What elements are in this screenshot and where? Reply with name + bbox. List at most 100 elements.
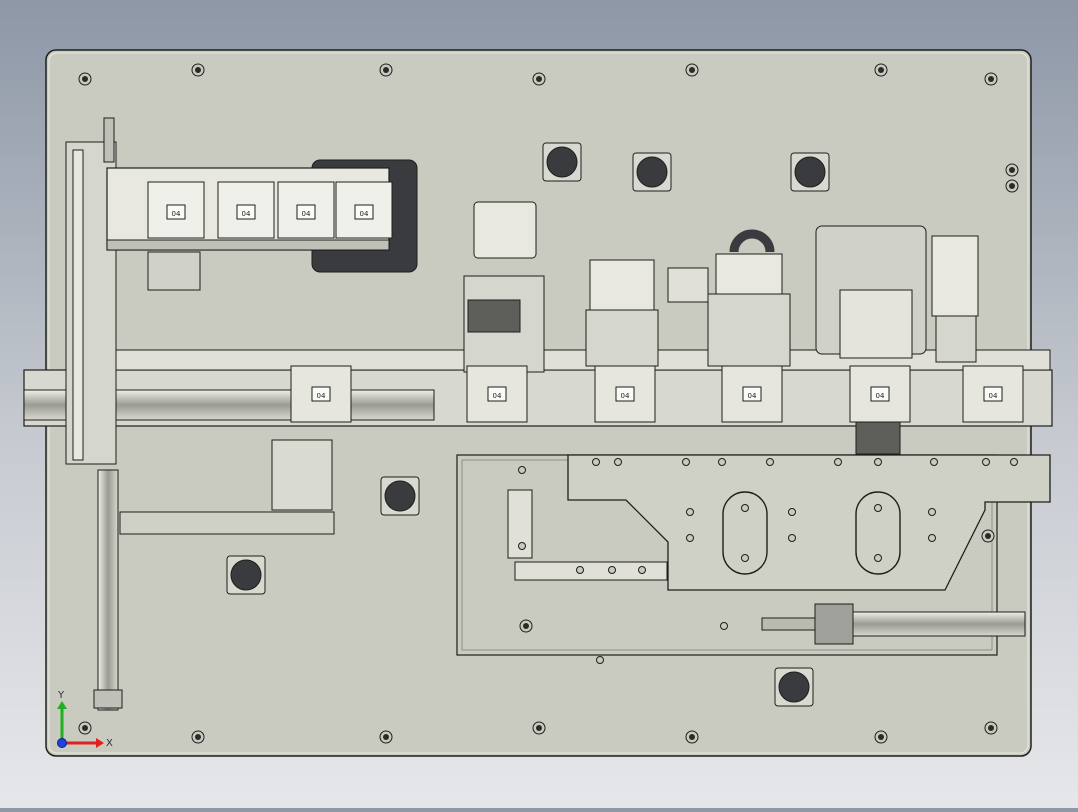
bolt [638, 566, 646, 574]
line-nest-pocket [487, 386, 507, 402]
stepper-motor-bore [794, 156, 826, 188]
mount-hole-center [82, 725, 88, 731]
bolt [720, 622, 728, 630]
bolt [928, 534, 936, 542]
triad-y-label: Y [57, 690, 65, 701]
tray-nest-mark: 04 [360, 210, 369, 218]
stepper-motors [226, 142, 830, 707]
tray-nest-mark: 04 [172, 210, 181, 218]
tray-nest-mark: 04 [302, 210, 311, 218]
triad-x-label: X [106, 738, 113, 749]
line-nest-mark: 04 [748, 392, 757, 400]
mount-hole-center [1009, 167, 1015, 173]
mount-hole-center [689, 67, 695, 73]
slide-guide [271, 439, 333, 511]
station-5-cylinder [931, 235, 979, 317]
stepper-motor-bore [778, 671, 810, 703]
bolt [766, 458, 774, 466]
gantry-riser [103, 117, 115, 163]
bolt [741, 504, 749, 512]
line-nest-mark: 04 [989, 392, 998, 400]
bolt [834, 458, 842, 466]
station-1-head [473, 201, 537, 259]
tray-nest-pocket [354, 204, 374, 220]
mount-hole-center [195, 67, 201, 73]
bolt [874, 554, 882, 562]
vertical-cylinder-cap [93, 689, 123, 709]
bolt [576, 566, 584, 574]
bolt [596, 656, 604, 664]
bolt [928, 508, 936, 516]
bolt [788, 508, 796, 516]
bolt [518, 542, 526, 550]
bolt [874, 504, 882, 512]
shaped-mount-plate [567, 454, 1051, 591]
station-2-body [585, 309, 659, 367]
cylinder-end-block [814, 603, 854, 645]
bolt [982, 458, 990, 466]
mount-hole-center [1009, 183, 1015, 189]
stepper-motor-bore [636, 156, 668, 188]
tray-bracket [147, 251, 201, 291]
mount-hole-center [988, 725, 994, 731]
slot-rail [514, 561, 668, 581]
station-1-motor [467, 299, 521, 333]
bolt [788, 534, 796, 542]
bolt [686, 508, 694, 516]
stepper-motor-bore [546, 146, 578, 178]
bolt [741, 554, 749, 562]
tray-nests: 04 04 04 04 [147, 181, 393, 239]
bolt [682, 458, 690, 466]
oval-slot-right [855, 491, 901, 575]
slide-guide-base [119, 511, 335, 535]
line-nest-pocket [983, 386, 1003, 402]
line-nest-mark: 04 [876, 392, 885, 400]
mount-hole-center [383, 734, 389, 740]
tray-nest-pocket [296, 204, 316, 220]
line-nest-pocket [742, 386, 762, 402]
mount-holes [78, 63, 1019, 744]
mount-hole-center [523, 623, 529, 629]
station-5-body [935, 315, 977, 363]
bolt [592, 458, 600, 466]
tray-nest-pocket [236, 204, 256, 220]
bolts [518, 458, 1018, 664]
tray-nest-pocket [166, 204, 186, 220]
tray-rail [106, 239, 390, 251]
oval-slot-left [722, 491, 768, 575]
line-nest-pocket [311, 386, 331, 402]
mount-hole-center [536, 725, 542, 731]
mount-hole-center [878, 734, 884, 740]
mount-hole-center [536, 76, 542, 82]
view-triad[interactable]: X Y [57, 690, 113, 749]
triad-z-axis [57, 738, 67, 748]
bolt [874, 458, 882, 466]
tray-nest-mark: 04 [242, 210, 251, 218]
line-nest-mark: 04 [621, 392, 630, 400]
bolt [1010, 458, 1018, 466]
bolt [518, 466, 526, 474]
bolt [718, 458, 726, 466]
station-3-head [715, 253, 783, 295]
line-nest-pocket [870, 386, 890, 402]
vertical-cylinder [97, 469, 119, 711]
mount-hole-center [988, 76, 994, 82]
station-4-body [839, 289, 913, 359]
line-nest-mark: 04 [317, 392, 326, 400]
mount-hole-center [878, 67, 884, 73]
bolt [930, 458, 938, 466]
cylinder-rod [761, 617, 819, 631]
station-3-body [707, 293, 791, 367]
station-2-head [589, 259, 655, 311]
station-3-handle [729, 229, 775, 253]
bolt [686, 534, 694, 542]
mount-hole-center [383, 67, 389, 73]
mount-hole-center [82, 76, 88, 82]
mount-hole-center [195, 734, 201, 740]
mount-hole-center [985, 533, 991, 539]
mount-hole-center [689, 734, 695, 740]
triad-x-arrow [96, 738, 104, 748]
